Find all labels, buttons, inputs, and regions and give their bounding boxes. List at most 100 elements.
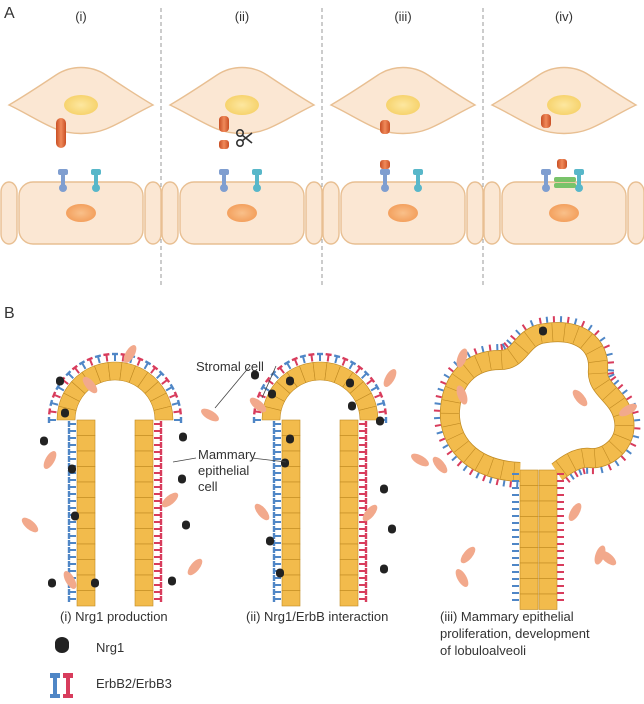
caption-iii-line1: (iii) Mammary epithelial <box>440 609 574 624</box>
receptor-head <box>169 383 175 391</box>
receptor-stem <box>456 460 463 467</box>
receptor-stem <box>435 395 442 399</box>
stromal-cell-callout: Stromal cell <box>196 359 264 374</box>
receptor-stem <box>573 471 579 478</box>
legend-erbb-label: ErbB2/ErbB3 <box>96 676 172 691</box>
receptor-stem <box>434 402 441 406</box>
duct-block <box>134 435 154 452</box>
duct-block <box>134 528 154 545</box>
nrg1-dot-8 <box>182 520 190 530</box>
duct-block <box>519 578 539 595</box>
receptor-stem <box>566 316 570 324</box>
lobule-block-divider <box>487 351 492 370</box>
duct-block <box>339 559 359 576</box>
receptor-head <box>158 370 165 377</box>
nrg1-cleaved-stub <box>219 116 229 132</box>
lobule-block-divider <box>475 453 485 470</box>
receptor-stem <box>443 373 450 379</box>
receptor-cyan-head <box>252 169 262 175</box>
receptor-head <box>94 354 102 359</box>
lobule-block-divider <box>567 453 577 471</box>
stromal-cell-8 <box>187 558 203 576</box>
nrg1-cleaved-stub <box>541 114 551 128</box>
epithelial-nucleus <box>549 204 579 222</box>
receptor-head <box>276 364 283 371</box>
column-label-2: (ii) <box>235 9 249 24</box>
caption-i: (i) Nrg1 production <box>60 609 168 624</box>
receptor-head <box>51 391 57 398</box>
duct-block <box>538 547 558 564</box>
stromal-cell-7 <box>63 571 77 589</box>
lobule-block-divider <box>602 387 617 401</box>
receptor-stem <box>495 479 499 486</box>
epithelial-cell-left-neighbor <box>0 181 18 245</box>
receptor-head <box>299 354 307 359</box>
receptor-stem <box>632 435 640 439</box>
duct-block <box>339 590 359 607</box>
nrg1-dot-22 <box>388 524 396 534</box>
lobule-block-divider <box>463 448 476 463</box>
receptor-blue-stem <box>383 174 387 186</box>
nrg1-dot-5 <box>179 432 187 442</box>
lobule-block-divider <box>580 333 593 349</box>
epithelial-nucleus <box>388 204 418 222</box>
nrg1-bound-ligand <box>557 159 567 169</box>
receptor-stem <box>488 477 493 484</box>
nrg1-released-fragment <box>219 140 229 149</box>
receptor-head <box>86 356 93 362</box>
receptor-stem <box>437 387 444 392</box>
duct-block <box>134 450 154 467</box>
receptor-head <box>65 370 72 377</box>
lobule-block-divider <box>500 461 505 479</box>
receptor-stem <box>608 373 615 378</box>
duct-block <box>281 528 301 545</box>
receptor-head <box>176 399 181 407</box>
receptor-stem <box>634 418 641 422</box>
stromal-cell-20 <box>460 546 476 564</box>
receptor-stem <box>578 469 583 476</box>
receptor-stem <box>603 344 611 349</box>
epithelial-cell-left-neighbor <box>322 181 340 245</box>
duct-block <box>538 562 558 579</box>
stromal-cell-5 <box>21 517 39 533</box>
duct-iii <box>433 316 641 610</box>
receptor-stem <box>503 342 509 348</box>
nrg1-bound-ligand <box>380 160 390 169</box>
receptor-stem <box>613 379 620 386</box>
nrg1-dot-16 <box>348 401 356 411</box>
receptor-head <box>378 391 384 398</box>
receptor-stem <box>582 468 586 475</box>
panel-b <box>21 316 641 610</box>
receptor-cyan-stem <box>577 174 581 186</box>
receptor-stem <box>447 367 454 373</box>
duct-block <box>519 469 539 486</box>
lobule-block-divider <box>609 397 625 409</box>
duct-block <box>134 512 154 529</box>
stromal-cell-23 <box>456 385 468 405</box>
receptor-stem <box>632 410 639 415</box>
receptor-blue-foot <box>542 184 550 192</box>
duct-block <box>281 481 301 498</box>
receptor-head <box>333 354 341 359</box>
nrg1-dot-2 <box>61 408 69 418</box>
nrg1-dot-3 <box>40 436 48 446</box>
receptor-head <box>291 356 298 362</box>
receptor-blue-foot <box>381 184 389 192</box>
panel-a-column-3 <box>322 66 484 245</box>
receptor-stem <box>506 339 512 345</box>
receptor-stem <box>481 345 485 353</box>
lobule-wall <box>440 323 634 482</box>
duct-block <box>134 481 154 498</box>
lobule-block-divider <box>442 423 460 428</box>
caption-iii-line3: of lobuloalveoli <box>440 643 526 658</box>
lobule-block-divider <box>581 449 585 468</box>
lobule-block-divider <box>452 373 468 385</box>
receptor-head <box>264 376 271 383</box>
nrg1-membrane-ligand <box>56 118 66 148</box>
receptor-head <box>164 376 171 383</box>
lobule-block-divider <box>594 379 610 390</box>
receptor-stem <box>482 475 487 482</box>
nrg1-dot-11 <box>48 578 56 588</box>
nrg1-dot-13 <box>268 389 276 399</box>
receptor-head <box>357 364 364 371</box>
